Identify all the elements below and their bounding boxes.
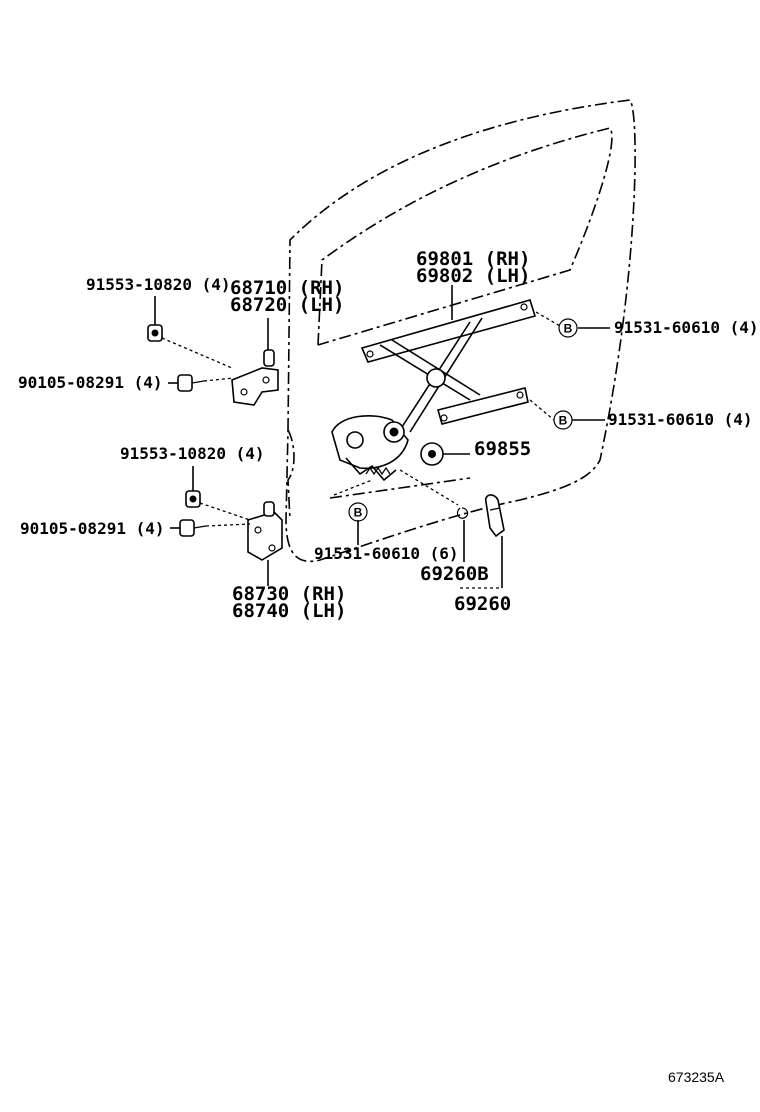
diagram-code: 673235A — [668, 1069, 725, 1085]
motor-cover-part — [420, 442, 470, 466]
label-hinge-bolt-upper: 91553-10820 (4) — [86, 275, 231, 294]
label-lower-hinge-rh: 68730 (RH) — [232, 583, 346, 605]
door-outline — [285, 99, 636, 563]
window-regulator — [331, 299, 537, 482]
hinge-fasteners — [147, 296, 251, 537]
label-handle: 69260 — [454, 593, 511, 615]
bolt-marker-letter: B — [559, 414, 568, 428]
label-hinge-bolt-lower: 91553-10820 (4) — [120, 444, 265, 463]
label-hinge-screw-upper: 90105-08291 (4) — [18, 373, 163, 392]
upper-hinge-part — [231, 318, 279, 406]
bolt-marker-letter: B — [354, 506, 363, 520]
lower-hinge-part — [247, 501, 283, 586]
bolt-marker-letter: B — [564, 322, 573, 336]
label-regulator-rh: 69801 (RH) — [416, 248, 530, 270]
label-handle-clip: 69260B — [420, 563, 489, 585]
label-upper-hinge-lh: 68720 (LH) — [230, 294, 344, 316]
bolt-marker-lower: B — [348, 502, 368, 522]
label-hinge-screw-lower: 90105-08291 (4) — [20, 519, 165, 538]
label-upper-hinge-rh: 68710 (RH) — [230, 277, 344, 299]
label-bolt-bottom: 91531-60610 (6) — [314, 544, 459, 563]
label-regulator-lh: 69802 (LH) — [416, 265, 530, 287]
label-bolt-lower-right: 91531-60610 (4) — [608, 410, 753, 429]
leader-lines — [333, 285, 610, 545]
label-bolt-upper-right: 91531-60610 (4) — [614, 318, 759, 337]
bolt-marker-middle: B — [553, 410, 573, 430]
label-motor-cover: 69855 — [474, 438, 531, 460]
inside-handle-part — [399, 469, 505, 589]
bolt-marker-upper: B — [558, 318, 578, 338]
label-lower-hinge-lh: 68740 (LH) — [232, 600, 346, 622]
